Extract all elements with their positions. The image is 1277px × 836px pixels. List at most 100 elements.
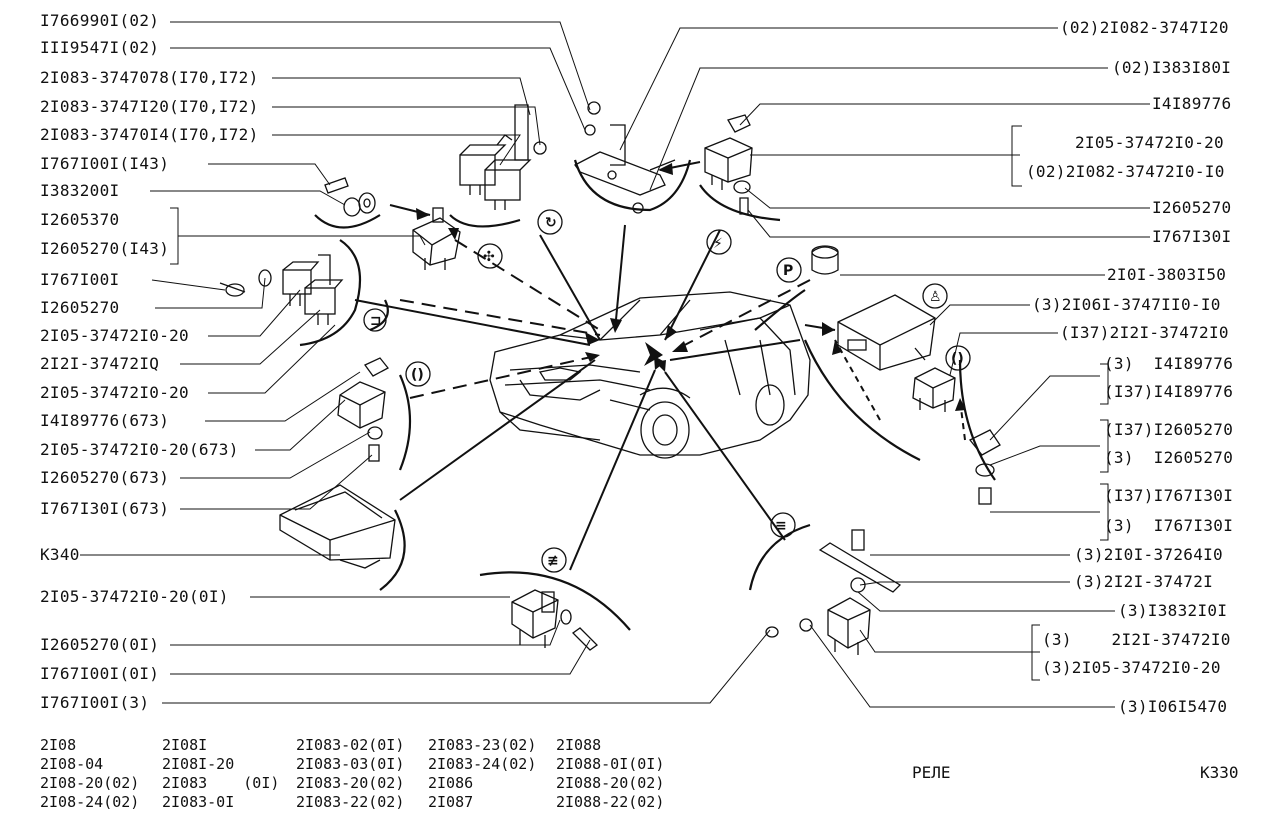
relay-cluster-top-left [459, 104, 547, 210]
left-label: I2605270 [40, 298, 120, 317]
right-label: (3)2I0I-37264I0 [1074, 545, 1223, 564]
left-label: 2I083-3747I20(I70,I72) [40, 97, 259, 116]
left-label: K340 [40, 545, 80, 564]
model-item: 2I08-24(02) [40, 793, 140, 811]
left-label: III9547I(02) [40, 38, 160, 57]
right-label: (02)I383I80I [1112, 58, 1232, 77]
right-label: I2605270 [1152, 198, 1232, 217]
right-label: (3) I4I89776 [1104, 354, 1234, 373]
right-label: (3)2I06I-3747II0-I0 [1032, 295, 1221, 314]
model-item: 2I088-22(02) [556, 793, 665, 811]
model-item: 2I08-20(02) [40, 774, 140, 792]
group-arcs [299, 159, 996, 631]
right-leader-lines [619, 27, 1150, 708]
control-unit-right [837, 294, 936, 371]
left-label: I2605270(673) [40, 468, 170, 487]
relay-673 [337, 357, 389, 462]
left-label: 2I05-37472I0-20 [40, 326, 189, 345]
left-label: 2I05-37472I0-20 [40, 383, 189, 402]
left-label: 2I2I-37472IQ [40, 354, 160, 373]
screw-washer-top-left [324, 177, 376, 217]
model-item: 2I086 [428, 774, 474, 792]
right-label: (3)2I2I-37472I [1074, 572, 1214, 591]
left-label: I2605270(I43) [40, 239, 170, 258]
arrowheads [416, 163, 966, 411]
model-item: 2I08I-20 [162, 755, 235, 773]
model-item: 2I08I [162, 736, 208, 754]
page-code: К330 [1200, 763, 1239, 782]
model-item: 2I08 [40, 736, 77, 754]
left-label: 2I05-37472I0-20(673) [40, 440, 239, 459]
left-label: I767I00I(I43) [40, 154, 170, 173]
right-label: (02)2I082-3747I20 [1060, 18, 1229, 37]
mount-bracket-top [574, 101, 676, 214]
svg-text:≢: ≢ [547, 553, 559, 569]
left-label: I766990I(02) [40, 11, 160, 30]
left-label: 2I083-37470I4(I70,I72) [40, 125, 259, 144]
right-label: (3) I767I30I [1104, 516, 1234, 535]
right-label: (3) 2I2I-37472I0 [1042, 630, 1231, 649]
left-label: I2605270(0I) [40, 635, 160, 654]
svg-text:(): () [951, 351, 964, 367]
model-item: 2I083-03(0I) [296, 755, 405, 773]
right-label: I4I89776 [1152, 94, 1232, 113]
caption-title: РЕЛЕ [912, 763, 951, 782]
svg-text:↻: ↻ [545, 215, 557, 231]
right-label: (I37)I2605270 [1104, 420, 1234, 439]
pointer-lines [354, 161, 966, 571]
svg-text:(): () [411, 367, 424, 383]
svg-text:≡: ≡ [775, 518, 787, 534]
left-label: I4I89776(673) [40, 411, 170, 430]
left-label: I767I00I(0I) [40, 664, 160, 683]
left-label: 2I083-3747078(I70,I72) [40, 68, 259, 87]
model-item: 2I088-20(02) [556, 774, 665, 792]
right-label: (I37)I767I30I [1104, 486, 1234, 505]
right-label: (I37)2I2I-37472I0 [1060, 323, 1229, 342]
right-label: 2I0I-3803I50 [1107, 265, 1227, 284]
left-leader-lines [80, 21, 771, 704]
svg-text:⊐: ⊐ [370, 313, 382, 329]
left-label: 2I05-37472I0-20(0I) [40, 587, 229, 606]
relay-pair-left [219, 254, 344, 325]
model-item: 2I088-0I(0I) [556, 755, 665, 773]
right-label: (02)2I082-37472I0-I0 [1026, 162, 1225, 181]
symbol-markers [363, 209, 971, 573]
right-label: (3) I2605270 [1104, 448, 1234, 467]
model-item: 2I088 [556, 736, 602, 754]
relay-01 [511, 589, 599, 651]
left-label: I767I30I(673) [40, 499, 170, 518]
model-item: 2I083-22(02) [296, 793, 405, 811]
buzzer-part [811, 245, 839, 275]
car-body [489, 291, 811, 459]
model-item: 2I083-24(02) [428, 755, 537, 773]
relay-top-right [704, 114, 753, 215]
right-label: (3)I3832I0I [1118, 601, 1228, 620]
model-item: 2I083-02(0I) [296, 736, 405, 754]
model-item: 2I083-23(02) [428, 736, 537, 754]
left-label: I383200I [40, 181, 120, 200]
left-label: I767I00I(3) [40, 693, 150, 712]
fuse-box-k340 [279, 484, 396, 569]
symbol-glyphs: ↻ ✣ ⚡ P ⊐ () ≢ ≡ ♙ () [370, 215, 964, 569]
right-label: (3)I06I5470 [1118, 697, 1228, 716]
right-label: (3)2I05-37472I0-20 [1042, 658, 1221, 677]
left-label: I2605370 [40, 210, 120, 229]
bracket-assembly-bottom-right [765, 529, 902, 655]
svg-text:P: P [783, 263, 793, 279]
model-item: 2I08-04 [40, 755, 104, 773]
model-item: 2I083-0I [162, 793, 235, 811]
right-label: 2I05-37472I0-20 [1075, 133, 1224, 152]
relay-left-mid [412, 207, 461, 270]
model-item: 2I087 [428, 793, 474, 811]
left-label: I767I00I [40, 270, 120, 289]
svg-text:✣: ✣ [483, 249, 495, 265]
model-item: 2I083 (0I) [162, 774, 280, 792]
right-label: I767I30I [1152, 227, 1232, 246]
model-item: 2I083-20(02) [296, 774, 405, 792]
right-label: (I37)I4I89776 [1104, 382, 1234, 401]
relay-137 [912, 367, 956, 412]
svg-text:⚡: ⚡ [713, 236, 723, 252]
svg-text:♙: ♙ [929, 289, 942, 305]
clip-washer-screw-right [968, 429, 1001, 505]
